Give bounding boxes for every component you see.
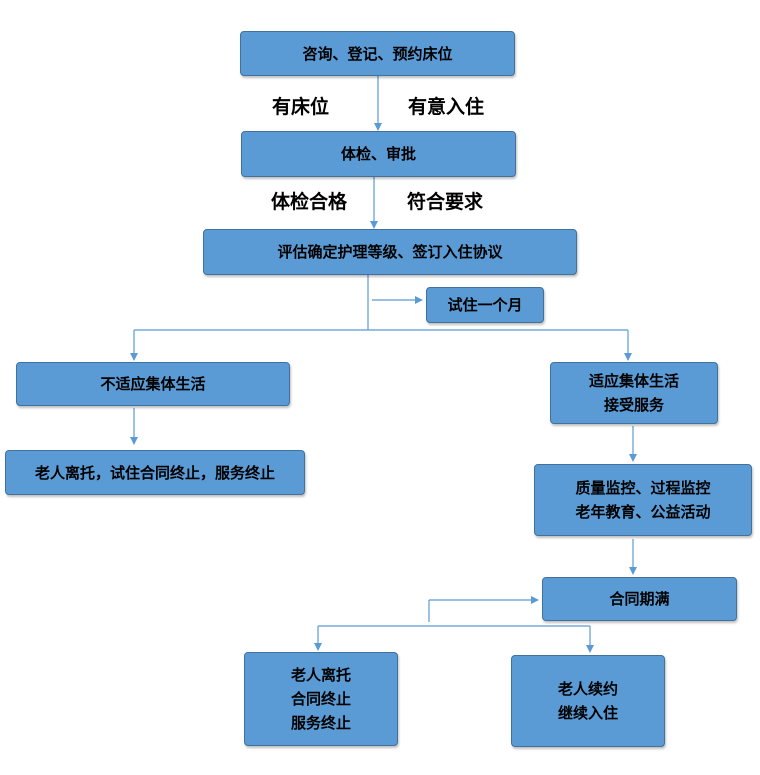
edge-label-meets-req: 符合要求 xyxy=(407,191,484,213)
node-expire-text: 合同期满 xyxy=(609,590,670,608)
node-leave-end: 老人离托 合同终止 服务终止 xyxy=(244,652,398,746)
node-suitable-line-2: 接受服务 xyxy=(603,396,664,414)
node-expire: 合同期满 xyxy=(542,577,737,621)
node-exam-text: 体检、审批 xyxy=(340,145,416,163)
edge-label-has-bed: 有床位 xyxy=(272,96,330,118)
edge-label-exam-pass: 体检合格 xyxy=(271,191,348,213)
node-trial: 试住一个月 xyxy=(426,287,544,323)
node-leave-end-line-2: 合同终止 xyxy=(290,690,351,708)
edge-label-intend: 有意入住 xyxy=(408,96,485,118)
node-assess-text: 评估确定护理等级、签订入住协议 xyxy=(277,243,503,261)
node-monitor-line-2: 老年教育、公益活动 xyxy=(575,503,711,521)
node-leave-trial-text: 老人离托，试住合同终止，服务终止 xyxy=(34,463,275,482)
node-leave-trial: 老人离托，试住合同终止，服务终止 xyxy=(5,450,305,495)
node-consult: 咨询、登记、预约床位 xyxy=(240,31,515,76)
node-exam: 体检、审批 xyxy=(241,131,516,177)
node-consult-text: 咨询、登记、预约床位 xyxy=(302,44,453,63)
node-suitable: 适应集体生活 接受服务 xyxy=(550,362,718,424)
node-trial-text: 试住一个月 xyxy=(447,296,523,314)
node-monitor-line-1: 质量监控、过程监控 xyxy=(575,479,711,497)
node-suitable-line-1: 适应集体生活 xyxy=(588,372,679,390)
node-renew-line-1: 老人续约 xyxy=(557,680,618,698)
node-assess: 评估确定护理等级、签订入住协议 xyxy=(203,229,577,275)
node-unsuitable: 不适应集体生活 xyxy=(16,362,290,406)
node-leave-end-line-3: 服务终止 xyxy=(290,714,351,732)
node-monitor: 质量监控、过程监控 老年教育、公益活动 xyxy=(534,464,752,536)
node-renew-line-2: 继续入住 xyxy=(557,704,618,722)
node-unsuitable-text: 不适应集体生活 xyxy=(100,375,206,393)
node-leave-end-line-1: 老人离托 xyxy=(290,666,351,684)
node-renew: 老人续约 继续入住 xyxy=(511,655,665,747)
